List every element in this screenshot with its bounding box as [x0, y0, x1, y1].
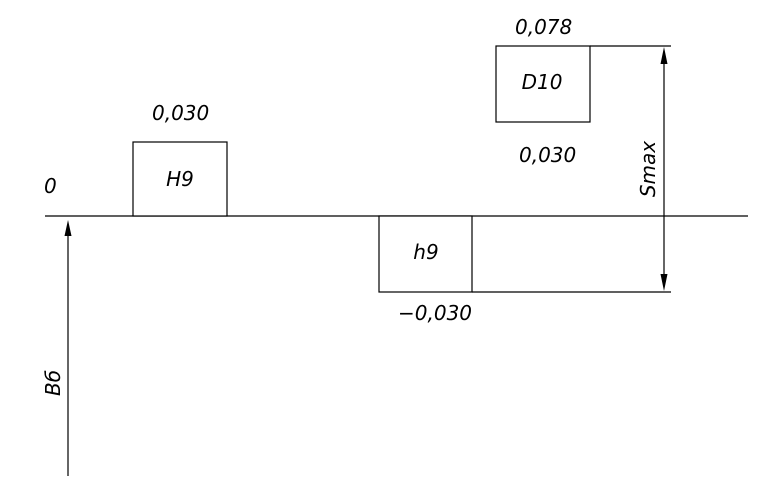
smax-label: Smax [636, 141, 660, 197]
field-H9-upper-deviation: 0,030 [152, 101, 209, 125]
vertical-axis-arrow-icon [64, 220, 72, 236]
field-D10-name: D10 [522, 70, 563, 94]
zero-label: 0 [44, 174, 57, 198]
field-H9-name: H9 [166, 167, 194, 191]
smax-arrow-down-icon [660, 274, 668, 291]
field-H9-box [132, 141, 228, 217]
vertical-axis-label: Вб [41, 370, 65, 396]
field-h9-lower-deviation: −0,030 [398, 301, 472, 325]
field-D10-box [495, 45, 591, 123]
smax-arrow-up-icon [660, 47, 668, 64]
field-h9-name: h9 [413, 240, 438, 264]
field-h9-box [378, 215, 473, 293]
field-D10-upper-deviation: 0,078 [515, 15, 572, 39]
field-D10-lower-deviation: 0,030 [519, 143, 576, 167]
